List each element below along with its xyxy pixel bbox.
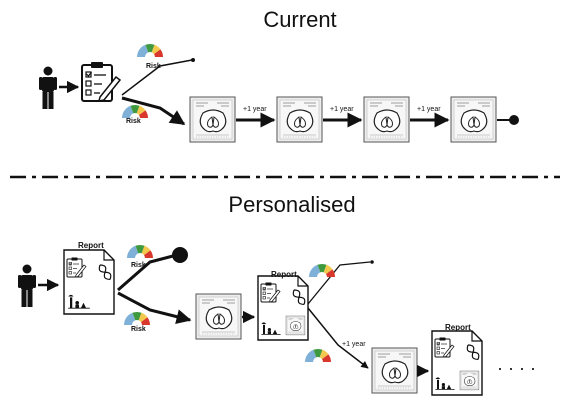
endpoint-dot-icon: [370, 260, 374, 264]
risk-gauge-icon: [309, 263, 335, 282]
interval-label: +1 year: [342, 341, 366, 348]
mammogram-scan-icon: [189, 96, 236, 143]
report-document-icon: [257, 275, 309, 341]
interval-branch: [307, 307, 369, 369]
low-risk-branch: [121, 59, 193, 96]
interval-label: +1 year: [417, 106, 441, 113]
mammogram-scan-icon: [371, 347, 418, 394]
report-title: Report: [78, 241, 104, 250]
risk-label: Risk: [131, 326, 146, 333]
risk-gauge-icon: [137, 43, 163, 62]
report-title: Report: [271, 270, 297, 279]
person-icon: [39, 66, 57, 109]
risk-gauge-icon: [127, 244, 153, 263]
report-document-icon: [63, 249, 115, 315]
section-title-current: Current: [263, 7, 336, 32]
mammogram-scan-icon: [363, 96, 410, 143]
risk-label: Risk: [131, 262, 146, 269]
report-document-icon: [431, 330, 483, 396]
low-risk-branch: [117, 254, 174, 292]
mammogram-scan-icon: [276, 96, 323, 143]
mammogram-scan-icon: [450, 96, 497, 143]
interval-label: +1 year: [330, 106, 354, 113]
mammogram-scan-icon: [195, 293, 242, 340]
report-title: Report: [445, 323, 471, 332]
high-risk-branch: [117, 291, 192, 325]
section-title-personalised: Personalised: [228, 192, 355, 217]
endpoint-dot-icon: [509, 115, 519, 125]
continuation-ellipsis: · · · ·: [497, 358, 536, 378]
interval-label: +1 year: [243, 106, 267, 113]
clipboard-checklist-icon: [81, 61, 121, 102]
risk-gauge-icon: [305, 348, 331, 367]
risk-label: Risk: [146, 63, 161, 70]
endpoint-dot-icon: [191, 58, 195, 62]
low-risk-branch: [307, 261, 371, 305]
risk-label: Risk: [126, 118, 141, 125]
endpoint-dot-icon: [172, 247, 188, 263]
high-risk-branch: [121, 96, 186, 126]
person-icon: [18, 264, 36, 307]
